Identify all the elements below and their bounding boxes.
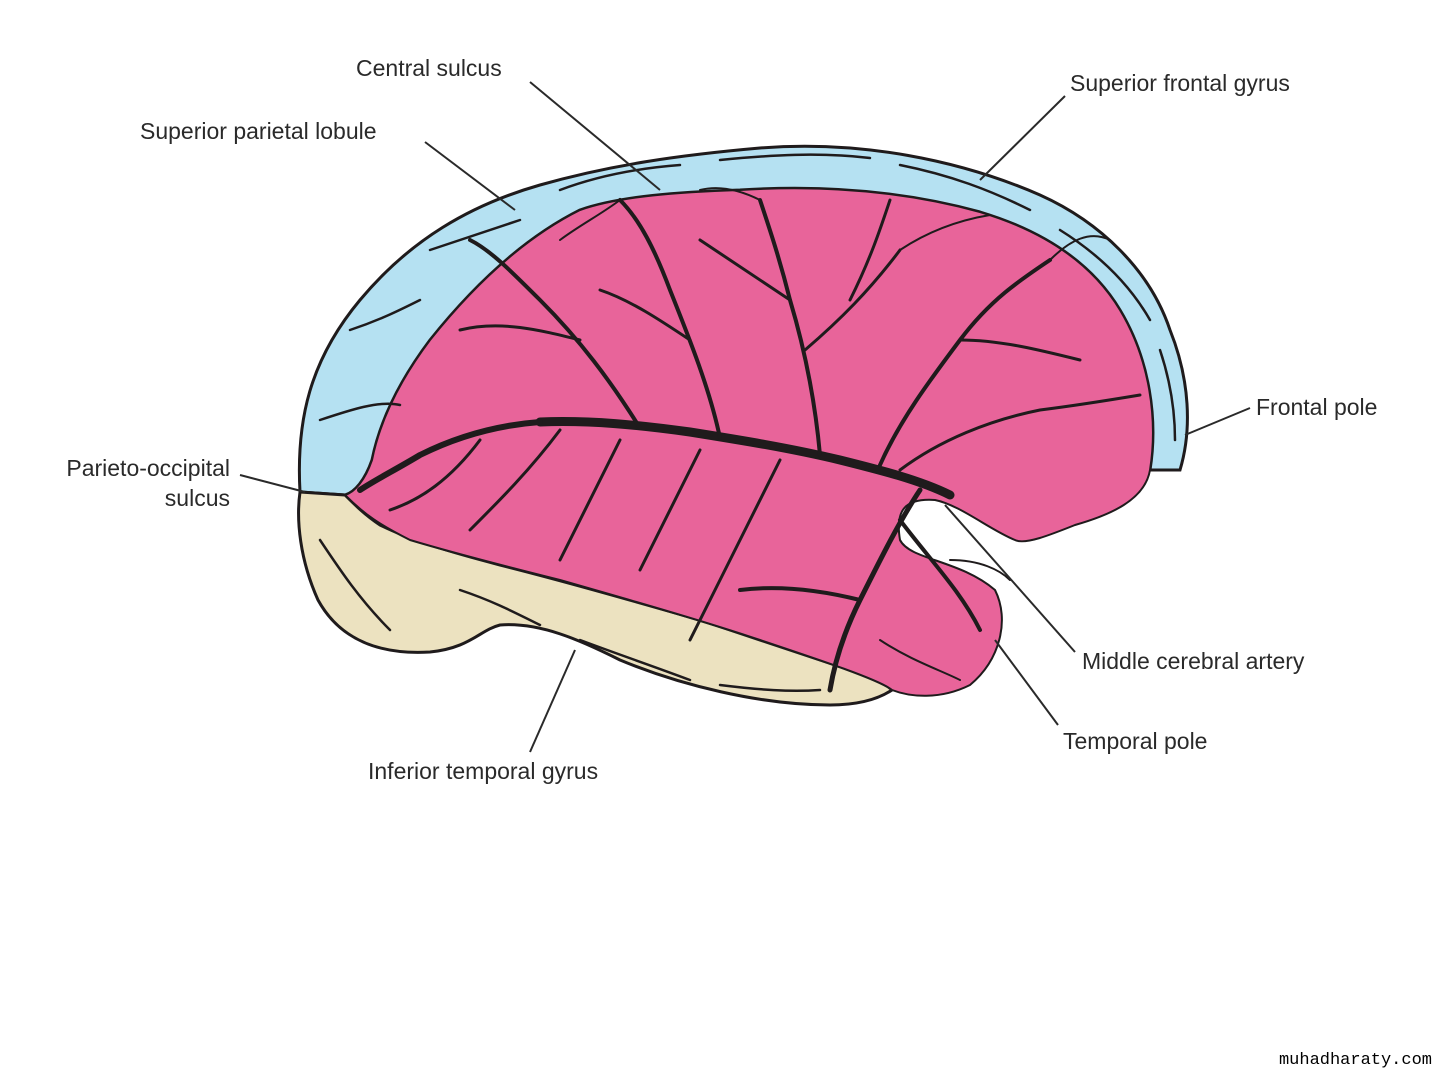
leader-temporal-pole [994, 639, 1059, 726]
leader-lines [239, 81, 1251, 753]
label-central-sulcus: Central sulcus [356, 55, 502, 81]
leader-superior-parietal-lobule [424, 141, 516, 211]
label-parieto-occipital-line1: Parieto-occipital [66, 455, 230, 481]
leader-parieto-occipital [239, 474, 306, 493]
leader-middle-cerebral-artery [944, 504, 1076, 653]
leader-inferior-temporal-gyrus [529, 649, 576, 753]
label-superior-frontal-gyrus: Superior frontal gyrus [1070, 70, 1290, 96]
label-superior-parietal-lobule: Superior parietal lobule [140, 118, 377, 144]
label-parieto-occipital-sulcus: Parieto-occipital sulcus [38, 454, 230, 514]
leader-central-sulcus [529, 81, 661, 191]
leader-superior-frontal-gyrus [979, 95, 1066, 181]
artery-branches [318, 153, 1177, 693]
label-parieto-occipital-line2: sulcus [164, 484, 230, 511]
label-temporal-pole: Temporal pole [1063, 728, 1208, 754]
middle-cerebral-artery-trunk [535, 417, 955, 500]
label-middle-cerebral-artery: Middle cerebral artery [1082, 648, 1305, 674]
leader-frontal-pole [1184, 407, 1251, 436]
watermark-text: muhadharaty.com [1278, 1051, 1432, 1070]
label-inferior-temporal-gyrus: Inferior temporal gyrus [368, 758, 599, 784]
label-frontal-pole: Frontal pole [1256, 394, 1378, 420]
